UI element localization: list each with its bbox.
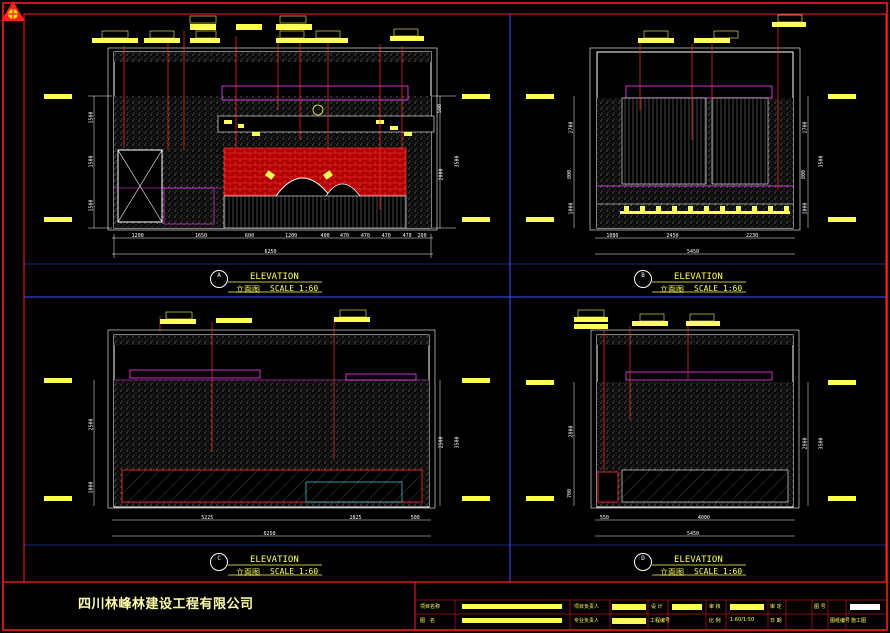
tb-design-label: 设 计 xyxy=(651,604,663,610)
tb-drawing-no-label: 图 号 xyxy=(814,604,826,610)
dimension-label: 2450 xyxy=(666,233,679,239)
dimension-label: 1200 xyxy=(131,233,144,239)
bubble-letter: B xyxy=(641,272,645,279)
elevation-d xyxy=(526,309,856,537)
tb-project-label: 项目名称 xyxy=(420,604,441,610)
height-total-right: 3500 xyxy=(818,437,825,450)
height-label-left: 2500 xyxy=(88,418,95,431)
dimension-total: 5450 xyxy=(687,531,700,537)
height-total-right: 3500 xyxy=(454,155,461,168)
height-label-left: 1000 xyxy=(568,202,575,215)
elevation-c xyxy=(44,309,490,537)
dimension-label: 470 xyxy=(339,233,349,239)
title-block xyxy=(3,581,887,630)
elevation-bubble-d: D xyxy=(634,553,652,571)
elevation-scale: SCALE 1:60 xyxy=(694,284,743,293)
dimension-label: 470 xyxy=(360,233,370,239)
tb-construct-label: 施工图 xyxy=(851,618,867,624)
tb-approve-label: 审 定 xyxy=(770,604,782,610)
elevation-scale: SCALE 1:60 xyxy=(694,567,743,576)
dimension-label: 5225 xyxy=(201,515,214,521)
height-label-right: 2800 xyxy=(802,437,809,450)
height-label-right: 2500 xyxy=(438,436,445,449)
tb-scale-label: 比 例 xyxy=(709,618,721,624)
height-label-left: 800 xyxy=(567,170,574,180)
dimension-total: 6250 xyxy=(263,531,276,537)
height-label-right: 2000 xyxy=(438,168,445,181)
height-total-right: 3500 xyxy=(818,155,825,168)
elevation-scale: SCALE 1:60 xyxy=(270,284,319,293)
dimension-label: 2230 xyxy=(746,233,759,239)
elevation-subtitle: 立面图 xyxy=(236,285,260,294)
dimension-label: 1200 xyxy=(285,233,298,239)
bubble-letter: C xyxy=(217,555,221,562)
company-name: 四川林峰林建设工程有限公司 xyxy=(78,597,254,612)
elevation-title: ELEVATION xyxy=(250,555,299,565)
height-label-left: 1500 xyxy=(88,111,95,124)
tb-date-label: 日 期 xyxy=(770,618,782,624)
tb-pro-label: 专业负责人 xyxy=(574,618,600,624)
height-label-right: 500 xyxy=(437,104,444,114)
height-label-left: 2800 xyxy=(568,425,575,438)
elevation-bubble-b: B xyxy=(634,270,652,288)
tb-drawing-label: 图 名 xyxy=(420,618,436,624)
dimension-label: 1650 xyxy=(195,233,208,239)
height-label-right: 800 xyxy=(801,170,808,180)
elevation-scale: SCALE 1:60 xyxy=(270,567,319,576)
tb-scale-value: 1:60/1:50 xyxy=(730,617,755,623)
tb-engineer-label: 工程编号 xyxy=(650,618,671,624)
dimension-label: 1080 xyxy=(606,233,619,239)
height-label-left: 700 xyxy=(567,488,574,498)
dimension-label: 470 xyxy=(402,233,412,239)
height-label-left: 1000 xyxy=(88,481,95,494)
elevation-subtitle: 立面图 xyxy=(660,568,684,577)
dimension-label: 400 xyxy=(320,233,330,239)
elevation-bubble-a: A xyxy=(210,270,228,288)
elevation-title: ELEVATION xyxy=(250,272,299,282)
dimension-label: 470 xyxy=(381,233,391,239)
height-label-right: 1000 xyxy=(802,202,809,215)
height-label-right: 1700 xyxy=(802,121,809,134)
dimension-label: 500 xyxy=(410,515,420,521)
tb-check-label: 审 核 xyxy=(709,604,721,610)
dimension-label: 600 xyxy=(245,233,255,239)
elevation-subtitle: 立面图 xyxy=(660,285,684,294)
dimension-label: 4000 xyxy=(697,515,710,521)
elevation-title: ELEVATION xyxy=(674,555,723,565)
company-logo-icon xyxy=(1,1,25,21)
tb-chief-label: 项目负责人 xyxy=(574,604,600,610)
elevation-subtitle: 立面图 xyxy=(236,568,260,577)
bubble-letter: D xyxy=(641,555,645,562)
height-total-right: 3500 xyxy=(454,436,461,449)
dimension-total: 6250 xyxy=(264,249,277,255)
elevation-bubble-c: C xyxy=(210,553,228,571)
elevation-b xyxy=(526,14,856,255)
height-label-left: 1700 xyxy=(568,121,575,134)
elevation-title: ELEVATION xyxy=(674,272,723,282)
dimension-label: 200 xyxy=(417,233,427,239)
tb-sheet-label: 图纸编号 xyxy=(830,618,851,624)
height-label-left: 1500 xyxy=(88,155,95,168)
height-label-left: 1500 xyxy=(88,199,95,212)
dimension-total: 5450 xyxy=(687,249,700,255)
dimension-label: 550 xyxy=(599,515,609,521)
bubble-letter: A xyxy=(217,272,221,279)
elevation-a xyxy=(44,15,490,258)
dimension-label: 2825 xyxy=(349,515,362,521)
